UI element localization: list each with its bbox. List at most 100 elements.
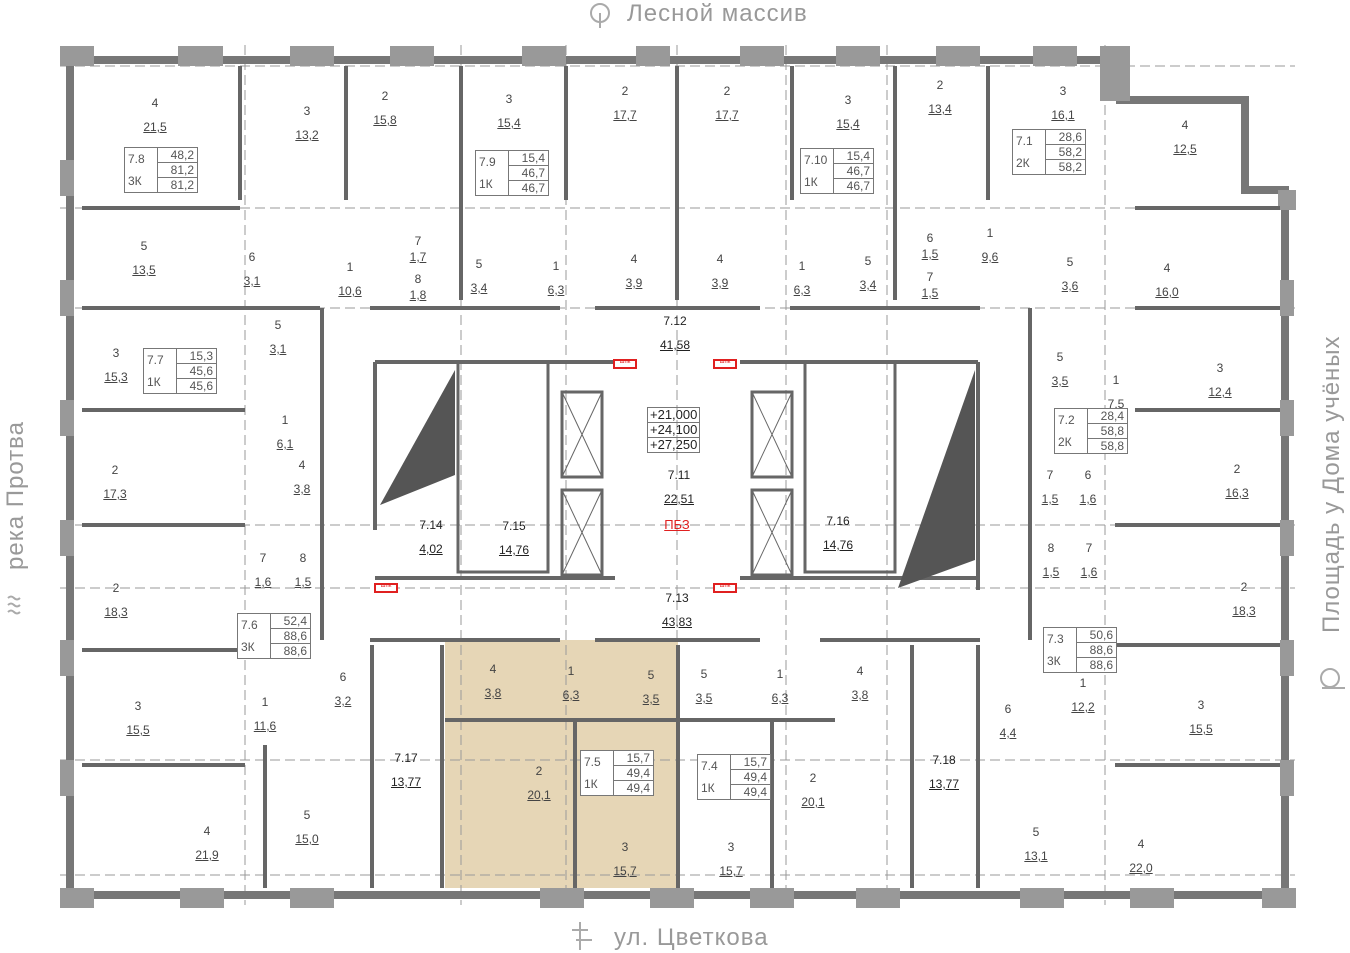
room-area: 1,5 [921, 286, 939, 300]
room-number: 5 [864, 254, 872, 268]
room-area: 20,1 [801, 795, 825, 809]
total-area-with-balcony: 49,4 [743, 785, 767, 799]
total-area: 58,8 [1088, 424, 1127, 439]
orientation-north: Лесной массив [627, 0, 808, 27]
room-area: 1,6 [254, 575, 272, 589]
apartment-type: 3К [128, 174, 142, 188]
room-number: 7 [1046, 468, 1054, 482]
room-area: 1,5 [294, 575, 312, 589]
common-area-id: 7.16 [826, 514, 850, 528]
total-area-with-balcony: 46,7 [521, 181, 545, 195]
total-area: 49,4 [731, 770, 770, 785]
apartment-type: 1К [584, 777, 598, 791]
room-area: 13,1 [1024, 849, 1048, 863]
apartment-type: 3К [241, 640, 255, 654]
room-number: 7 [414, 234, 422, 248]
room-number: 5 [140, 239, 148, 253]
room-number: 2 [621, 84, 629, 98]
room-number: 4 [151, 96, 159, 110]
total-area: 88,6 [271, 629, 310, 644]
living-area: 28,6 [1046, 130, 1085, 145]
orientation-east: Площадь у Дома учёных [1318, 335, 1345, 633]
room-area: 3,1 [269, 342, 287, 356]
room-area: 18,3 [1232, 604, 1256, 618]
room-number: 2 [112, 581, 120, 595]
total-area: 46,7 [509, 166, 548, 181]
room-area: 1,7 [409, 250, 427, 264]
total-area-with-balcony: 88,6 [283, 644, 307, 658]
common-area-size: 13,77 [390, 775, 422, 789]
room-area: 3,8 [851, 688, 869, 702]
room-area: 3,2 [334, 694, 352, 708]
room-number: 6 [339, 670, 347, 684]
room-area: 13,4 [928, 102, 952, 116]
room-area: 15,4 [497, 116, 521, 130]
room-area: 15,5 [1189, 722, 1213, 736]
room-number: 5 [1032, 825, 1040, 839]
common-area-size: 13,77 [928, 777, 960, 791]
room-number: 1 [567, 664, 575, 678]
apartment-id: 7.10 [804, 153, 828, 167]
room-number: 1 [346, 260, 354, 274]
room-area: 6,3 [547, 283, 565, 297]
room-area: 15,7 [613, 864, 637, 878]
total-area: 45,6 [177, 364, 216, 379]
room-area: 21,9 [195, 848, 219, 862]
cabinet-label: шпк [380, 583, 392, 589]
room-area: 7,5 [1107, 397, 1125, 411]
lift-core [456, 360, 897, 577]
room-number: 4 [489, 662, 497, 676]
living-area: 48,2 [158, 148, 197, 163]
room-area: 3,5 [1051, 374, 1069, 388]
common-area-id: 7.18 [932, 753, 956, 767]
room-number: 1 [1112, 373, 1120, 387]
room-number: 5 [274, 318, 282, 332]
room-area: 12,5 [1173, 142, 1197, 156]
room-area: 1,5 [921, 247, 939, 261]
room-number: 3 [505, 92, 513, 106]
room-area: 6,1 [276, 437, 294, 451]
room-number: 5 [700, 667, 708, 681]
cabinet-label: шпк [619, 359, 631, 365]
room-number: 2 [936, 78, 944, 92]
room-number: 8 [414, 272, 422, 286]
room-number: 4 [298, 458, 306, 472]
room-number: 2 [111, 463, 119, 477]
room-area: 3,8 [293, 482, 311, 496]
room-area: 1,6 [1080, 565, 1098, 579]
apartment-type: 2К [1058, 435, 1072, 449]
room-area: 4,4 [999, 726, 1017, 740]
room-area: 3,6 [1061, 279, 1079, 293]
room-number: 3 [1216, 361, 1224, 375]
orientation-south: ул. Цветкова [614, 924, 769, 951]
window-blocks [60, 46, 1296, 908]
room-area: 12,4 [1208, 385, 1232, 399]
room-number: 4 [856, 664, 864, 678]
cabinet-label: шпк [719, 359, 731, 365]
common-area-id: 7.17 [394, 751, 418, 765]
cabinet-markers [374, 359, 737, 593]
apartment-id: 7.7 [147, 353, 164, 367]
elevation-marks: +21,000 +24,100 +27,250 [647, 407, 701, 453]
room-number: 2 [723, 84, 731, 98]
living-area: 15,7 [731, 755, 770, 770]
common-area-size: 4,02 [419, 542, 443, 556]
room-number: 1 [281, 413, 289, 427]
